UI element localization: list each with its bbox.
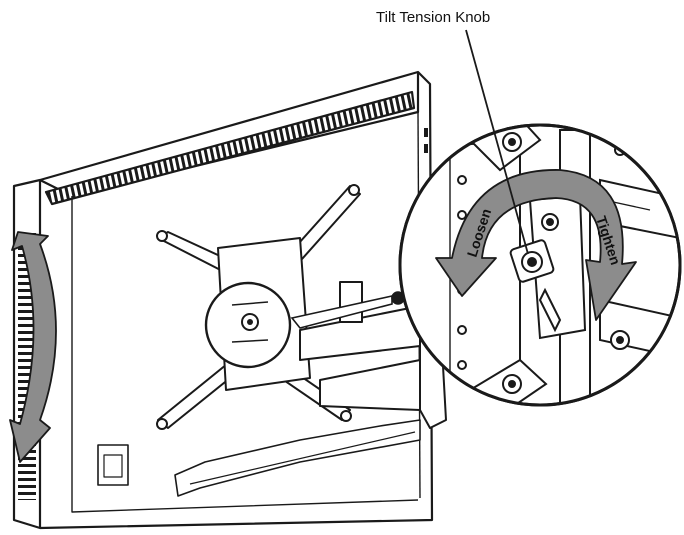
pointer-arrow	[290, 291, 405, 329]
tension-knob-highlight	[204, 281, 292, 369]
rotation-arrow-icon	[435, 169, 637, 321]
callout-leader	[465, 29, 529, 255]
tilt-arrow-icon	[9, 231, 57, 463]
zoom-detail: Loosen Tighten	[398, 123, 682, 407]
callout-label: Tilt Tension Knob	[376, 9, 490, 26]
